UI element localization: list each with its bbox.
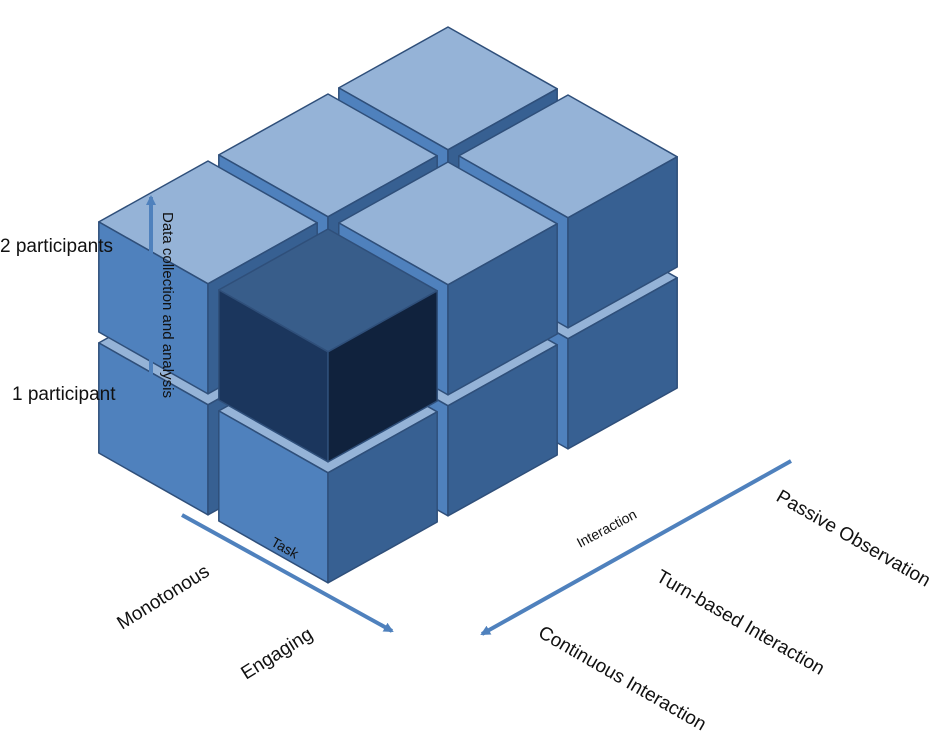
level-1-participant: 1 participant: [12, 384, 116, 405]
cube-stack: [98, 26, 678, 584]
cube-right-face: [567, 156, 678, 329]
interaction-level-continuous: Continuous Interaction: [535, 622, 710, 735]
task-level-monotonous: Monotonous: [114, 561, 214, 634]
interaction-level-turn-based: Turn-based Interaction: [653, 566, 828, 679]
level-2-participants: 2 participants: [0, 236, 113, 257]
cube-right-face: [447, 344, 558, 517]
cube-right-face: [447, 223, 558, 396]
vertical-axis-label: Data collection and analysis: [159, 212, 176, 398]
interaction-level-passive-observation: Passive Observation: [773, 486, 934, 591]
interaction-axis-label: Interaction: [574, 506, 639, 551]
highlight-right-face: [327, 290, 438, 463]
cube-right-face: [567, 277, 678, 450]
interaction-axis-arrow: [480, 459, 792, 636]
task-axis-arrow: [181, 513, 394, 633]
cube-right-face: [327, 411, 438, 584]
task-level-engaging: Engaging: [238, 624, 317, 684]
